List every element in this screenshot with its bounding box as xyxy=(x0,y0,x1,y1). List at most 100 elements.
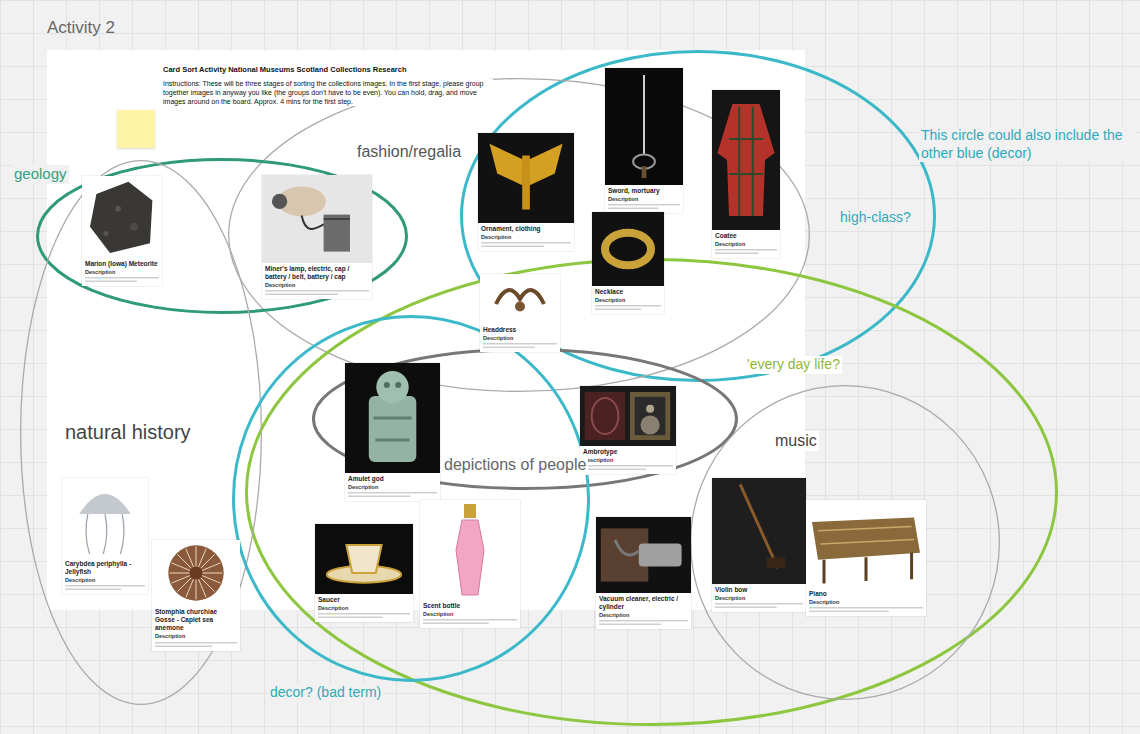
object-photo xyxy=(345,363,440,473)
description-placeholder xyxy=(265,290,369,296)
description-placeholder xyxy=(155,642,237,648)
board-heading: Card Sort Activity National Museums Scot… xyxy=(163,65,503,75)
object-photo xyxy=(596,517,691,593)
note-text: This circle could also include the other… xyxy=(919,127,1135,162)
description-lines xyxy=(62,584,148,594)
object-photo xyxy=(262,175,372,263)
description-lines xyxy=(592,304,664,314)
description-lines xyxy=(806,606,926,616)
description-placeholder xyxy=(85,277,159,283)
collection-card: Sword, mortuaryDescription xyxy=(605,68,683,213)
description-placeholder xyxy=(423,619,517,625)
description-placeholder xyxy=(715,603,803,609)
card-description-label: Description xyxy=(345,483,440,491)
card-description-label: Description xyxy=(605,195,683,203)
object-photo xyxy=(315,524,413,594)
card-title: Amulet god xyxy=(345,473,440,483)
card-description-label: Description xyxy=(62,576,148,584)
card-description-label: Description xyxy=(315,604,413,612)
collection-card: Marion (Iowa) MeteoriteDescription xyxy=(82,176,162,286)
sticky-note xyxy=(117,110,155,148)
card-description-label: Description xyxy=(152,632,240,640)
description-lines xyxy=(478,241,574,251)
card-title: Headdress xyxy=(480,324,560,334)
object-photo xyxy=(480,274,560,324)
object-photo xyxy=(712,90,780,230)
object-photo xyxy=(62,478,148,558)
description-lines xyxy=(712,248,780,258)
card-title: Saucer xyxy=(315,594,413,604)
description-placeholder xyxy=(599,620,688,626)
description-lines xyxy=(596,619,691,629)
collection-card: SaucerDescription xyxy=(315,524,413,622)
description-lines xyxy=(580,464,676,474)
collection-card: NecklaceDescription xyxy=(592,212,664,314)
description-lines xyxy=(480,342,560,352)
description-lines xyxy=(712,602,806,612)
card-title: Stomphia churchiae Gosse - Caplet sea an… xyxy=(152,606,240,632)
card-description-label: Description xyxy=(82,268,162,276)
collection-card: Scent bottleDescription xyxy=(420,500,520,628)
card-title: Violin bow xyxy=(712,584,806,594)
object-photo xyxy=(478,133,574,223)
description-placeholder xyxy=(809,607,923,613)
card-description-label: Description xyxy=(480,334,560,342)
description-placeholder xyxy=(608,204,680,210)
description-placeholder xyxy=(318,613,410,619)
description-lines xyxy=(315,612,413,622)
description-placeholder xyxy=(583,465,673,471)
card-description-label: Description xyxy=(806,598,926,606)
collection-card: Violin bowDescription xyxy=(712,478,806,612)
object-photo xyxy=(152,540,240,606)
instructions-text: Instructions: These will be three stages… xyxy=(163,79,493,106)
collection-card: Ornament, clothingDescription xyxy=(478,133,574,251)
object-photo xyxy=(712,478,806,584)
object-photo xyxy=(806,500,926,588)
object-photo xyxy=(605,68,683,185)
card-title: Necklace xyxy=(592,286,664,296)
object-photo xyxy=(592,212,664,286)
description-placeholder xyxy=(595,305,661,311)
card-title: Vacuum cleaner, electric / cylinder xyxy=(596,593,691,611)
group-label: depictions of people xyxy=(442,455,588,475)
card-description-label: Description xyxy=(712,594,806,602)
card-title: Coatee xyxy=(712,230,780,240)
card-description-label: Description xyxy=(712,240,780,248)
group-label: natural history xyxy=(63,420,193,445)
group-label: 'every day life? xyxy=(745,356,842,374)
description-placeholder xyxy=(715,249,777,255)
group-label: decor? (bad term) xyxy=(268,684,383,702)
card-title: Miner's lamp, electric, cap / battery / … xyxy=(262,263,372,281)
group-label: music xyxy=(773,431,819,451)
description-placeholder xyxy=(348,492,437,498)
object-photo xyxy=(82,176,162,258)
card-description-label: Description xyxy=(478,233,574,241)
card-title: Scent bottle xyxy=(420,600,520,610)
collection-card: AmbrotypeDescription xyxy=(580,386,676,474)
collection-card: CoateeDescription xyxy=(712,90,780,258)
collection-card: Stomphia churchiae Gosse - Caplet sea an… xyxy=(152,540,240,651)
description-placeholder xyxy=(481,242,571,248)
card-title: Carybdea periphylla - Jellyfish xyxy=(62,558,148,576)
description-placeholder xyxy=(65,585,145,591)
collection-card: Amulet godDescription xyxy=(345,363,440,501)
group-label: geology xyxy=(12,165,69,184)
description-lines xyxy=(82,276,162,286)
object-photo xyxy=(580,386,676,446)
card-title: Ornament, clothing xyxy=(478,223,574,233)
card-title: Ambrotype xyxy=(580,446,676,456)
collection-card: Miner's lamp, electric, cap / battery / … xyxy=(262,175,372,299)
card-title: Piano xyxy=(806,588,926,598)
card-description-label: Description xyxy=(596,611,691,619)
collection-card: Carybdea periphylla - JellyfishDescripti… xyxy=(62,478,148,594)
board-title: Activity 2 xyxy=(47,18,115,38)
description-lines xyxy=(420,618,520,628)
description-placeholder xyxy=(483,343,557,349)
collection-card: PianoDescription xyxy=(806,500,926,616)
description-lines xyxy=(152,641,240,651)
collection-card: HeaddressDescription xyxy=(480,274,560,352)
object-photo xyxy=(420,500,520,600)
card-title: Marion (Iowa) Meteorite xyxy=(82,258,162,268)
group-label: high-class? xyxy=(838,209,913,227)
collection-card: Vacuum cleaner, electric / cylinderDescr… xyxy=(596,517,691,629)
